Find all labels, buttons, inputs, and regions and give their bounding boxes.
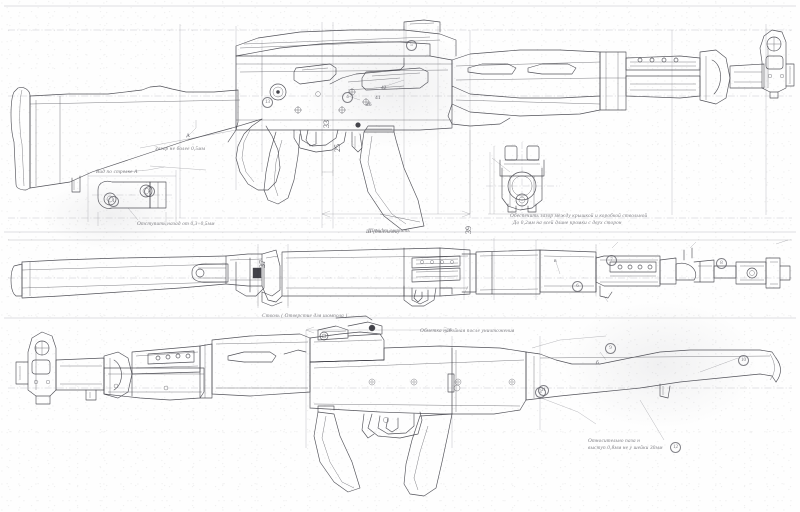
annotation-text: Стволь ( Отверстие для шомпола ) — [262, 313, 348, 319]
annotation-text: Отступить назад от 0,3÷0,5мм — [137, 221, 215, 227]
view-middle-section — [8, 238, 792, 308]
dimension-label: 33 — [322, 120, 331, 128]
part-number-label: А — [186, 133, 190, 139]
callout-balloon: 6 — [572, 281, 583, 292]
part-number-label: б — [596, 360, 599, 366]
dimension-label: 37 — [258, 260, 267, 268]
view-top-elevation — [8, 19, 795, 231]
callout-balloon: 8 — [716, 258, 727, 269]
callout-balloon: 4 — [342, 92, 353, 103]
annotation-text: Обметка набойная после уничтожения — [420, 328, 515, 334]
part-number-label: 46 — [366, 102, 372, 108]
annotation-text: Штифт смазать — [368, 228, 410, 234]
callout-balloon: 7 — [606, 255, 617, 266]
callout-balloon: 2 — [144, 186, 155, 197]
part-number-label: 41 — [375, 95, 381, 101]
callout-balloon: 1 — [108, 196, 119, 207]
callout-balloon: 12 — [670, 442, 681, 453]
annotation-text: выступ 0,8мм не у шейки 30мм — [588, 445, 663, 451]
annotation-text: Зазор не более 0,5мм — [155, 146, 206, 152]
view-bottom-elevation — [8, 261, 792, 497]
callout-balloon: 3 — [535, 387, 546, 398]
dimension-label: 39 — [464, 226, 473, 234]
dimension-label: 25 — [333, 144, 342, 152]
annotation-text: Вид по стрелке А — [96, 169, 138, 175]
callout-balloon: 13 — [262, 97, 273, 108]
callout-balloon: 9 — [605, 343, 616, 354]
annotation-text: Относительно паза н — [588, 438, 641, 444]
part-number-label: в — [554, 258, 557, 264]
part-number-label: 42 — [381, 85, 387, 91]
detail-view-pin — [87, 166, 177, 226]
callout-balloon: 10 — [738, 355, 749, 366]
callout-balloon: 5 — [406, 40, 417, 51]
detail-view-front-sight — [486, 142, 560, 216]
annotation-text: До 0,2мм на всей длине кромки с двух сто… — [513, 220, 622, 226]
annotation-text: Ш (дм снять) — [366, 229, 400, 235]
annotation-text: Обеспечить зазор между крышкой и коробко… — [510, 213, 648, 219]
